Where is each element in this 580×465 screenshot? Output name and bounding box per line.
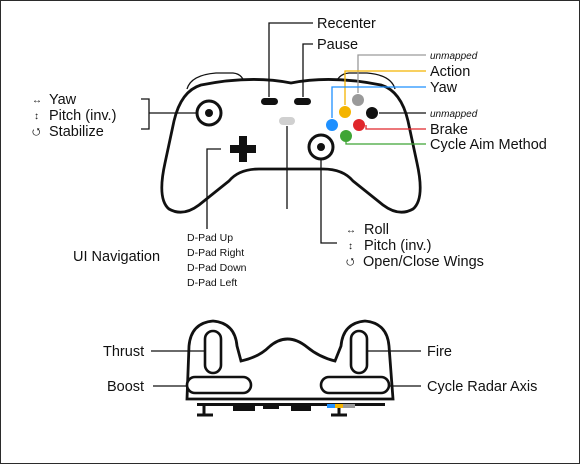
label-dpad-left: D-Pad Left [187,277,237,289]
label-boost: Boost [107,379,144,395]
face-button-yellow [339,106,351,118]
label-yaw-right: Yaw [430,80,458,96]
label-thrust: Thrust [103,344,144,360]
label-action: Action [430,64,470,80]
right-stick-cap [317,143,325,151]
pause-button [294,98,311,105]
controller-front-view [185,319,395,417]
home-button [279,117,295,125]
label-dpad-down: D-Pad Down [187,262,247,274]
label-cycle-aim: Cycle Aim Method [430,137,547,153]
label-recenter: Recenter [317,16,376,32]
left-trigger [203,329,223,375]
left-stick-cap [205,109,213,117]
front-labels: Thrust Boost Fire Cycle Radar Axis [103,344,537,395]
controller-body [160,78,422,214]
label-right-pitch: Pitch (inv.) [364,238,431,254]
label-pause: Pause [317,37,358,53]
roll-arrow-icon: ↔ [346,225,356,236]
label-fire: Fire [427,344,452,360]
color-strip-yellow [335,404,343,408]
label-dpad-right: D-Pad Right [187,247,244,259]
label-ui-navigation: UI Navigation [73,249,160,265]
rotate-icon: ⭯ [32,127,40,138]
left-stick-foot [197,405,213,417]
label-unmapped-right: unmapped [430,109,478,120]
right-bumper-front [319,375,391,395]
label-brake: Brake [430,122,468,138]
label-left-yaw: Yaw [49,92,77,108]
wings-rotate-icon: ⭯ [346,257,354,268]
face-button-green [340,130,352,142]
bottom-port-1 [233,403,255,411]
label-wings: Open/Close Wings [363,254,484,270]
yaw-arrow-icon: ↔ [32,95,42,106]
label-stabilize: Stabilize [49,124,104,140]
label-unmapped-top: unmapped [430,51,478,62]
right-trigger [349,329,369,375]
bottom-port-3 [291,403,311,411]
color-strip-blue [327,404,335,408]
label-roll: Roll [364,222,389,238]
face-button-blue [326,119,338,131]
left-bumper-front [185,375,253,395]
color-strip-gray [343,404,355,408]
pitch-arrow-icon: ↕ [34,111,39,122]
label-cycle-radar: Cycle Radar Axis [427,379,537,395]
right-pitch-arrow-icon: ↕ [348,241,353,252]
face-button-red [353,119,365,131]
bottom-port-2 [263,403,279,409]
top-labels: Recenter Pause unmapped Action Yaw unmap… [32,16,547,289]
controller-top-view [160,72,422,214]
front-leader-lines [151,350,421,387]
recenter-button [261,98,278,105]
label-left-pitch: Pitch (inv.) [49,108,116,124]
face-button-gray [352,94,364,106]
top-leader-lines [141,22,426,244]
label-dpad-up: D-Pad Up [187,232,233,244]
face-button-black [366,107,378,119]
dpad [230,136,256,162]
